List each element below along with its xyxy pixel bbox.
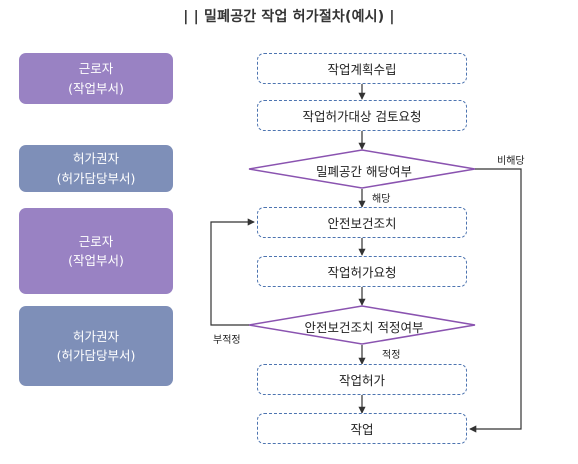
step-review-request: 작업허가대상 검토요청 [257,100,467,131]
role-approver-1-name: 허가권자 [72,151,119,167]
step-work: 작업 [257,413,467,444]
page-title: | | 밀폐공간 작업 허가절차(예시) | [183,9,395,25]
role-approver-2-dept: (허가담당부서) [56,348,136,363]
label-inadequate: 부적정 [213,335,241,346]
step-safety-measures: 안전보건조치 [257,207,467,238]
role-approver-1: 허가권자 (허가담당부서) [19,145,173,192]
decision-confined-space-label: 밀폐공간 해당여부 [316,164,412,179]
role-approver-1-dept: (허가담당부서) [56,170,136,186]
role-approver-2: 허가권자 (허가담당부서) [19,306,173,386]
label-not-applicable: 비해당 [497,156,525,167]
label-applicable: 해당 [372,194,391,205]
role-worker-1-dept: (작업부서) [68,80,124,96]
role-worker-2: 근로자 (작업부서) [19,208,173,294]
arrow-not-applicable [469,168,522,433]
label-adequate: 적정 [382,350,401,361]
decision-measures-adequate [248,305,476,345]
role-worker-2-dept: (작업부서) [68,253,124,268]
step-permit: 작업허가 [257,364,467,395]
step-plan: 작업계획수립 [257,53,467,84]
role-worker-1: 근로자 (작업부서) [19,53,173,104]
role-worker-2-name: 근로자 [78,233,114,249]
decision-measures-adequate-label: 안전보건조치 적정여부 [304,320,424,335]
step-permit-request: 작업허가요청 [257,256,467,287]
arrow-inadequate-loop [210,218,255,326]
role-worker-1-name: 근로자 [78,61,114,77]
role-approver-2-name: 허가권자 [72,328,119,344]
